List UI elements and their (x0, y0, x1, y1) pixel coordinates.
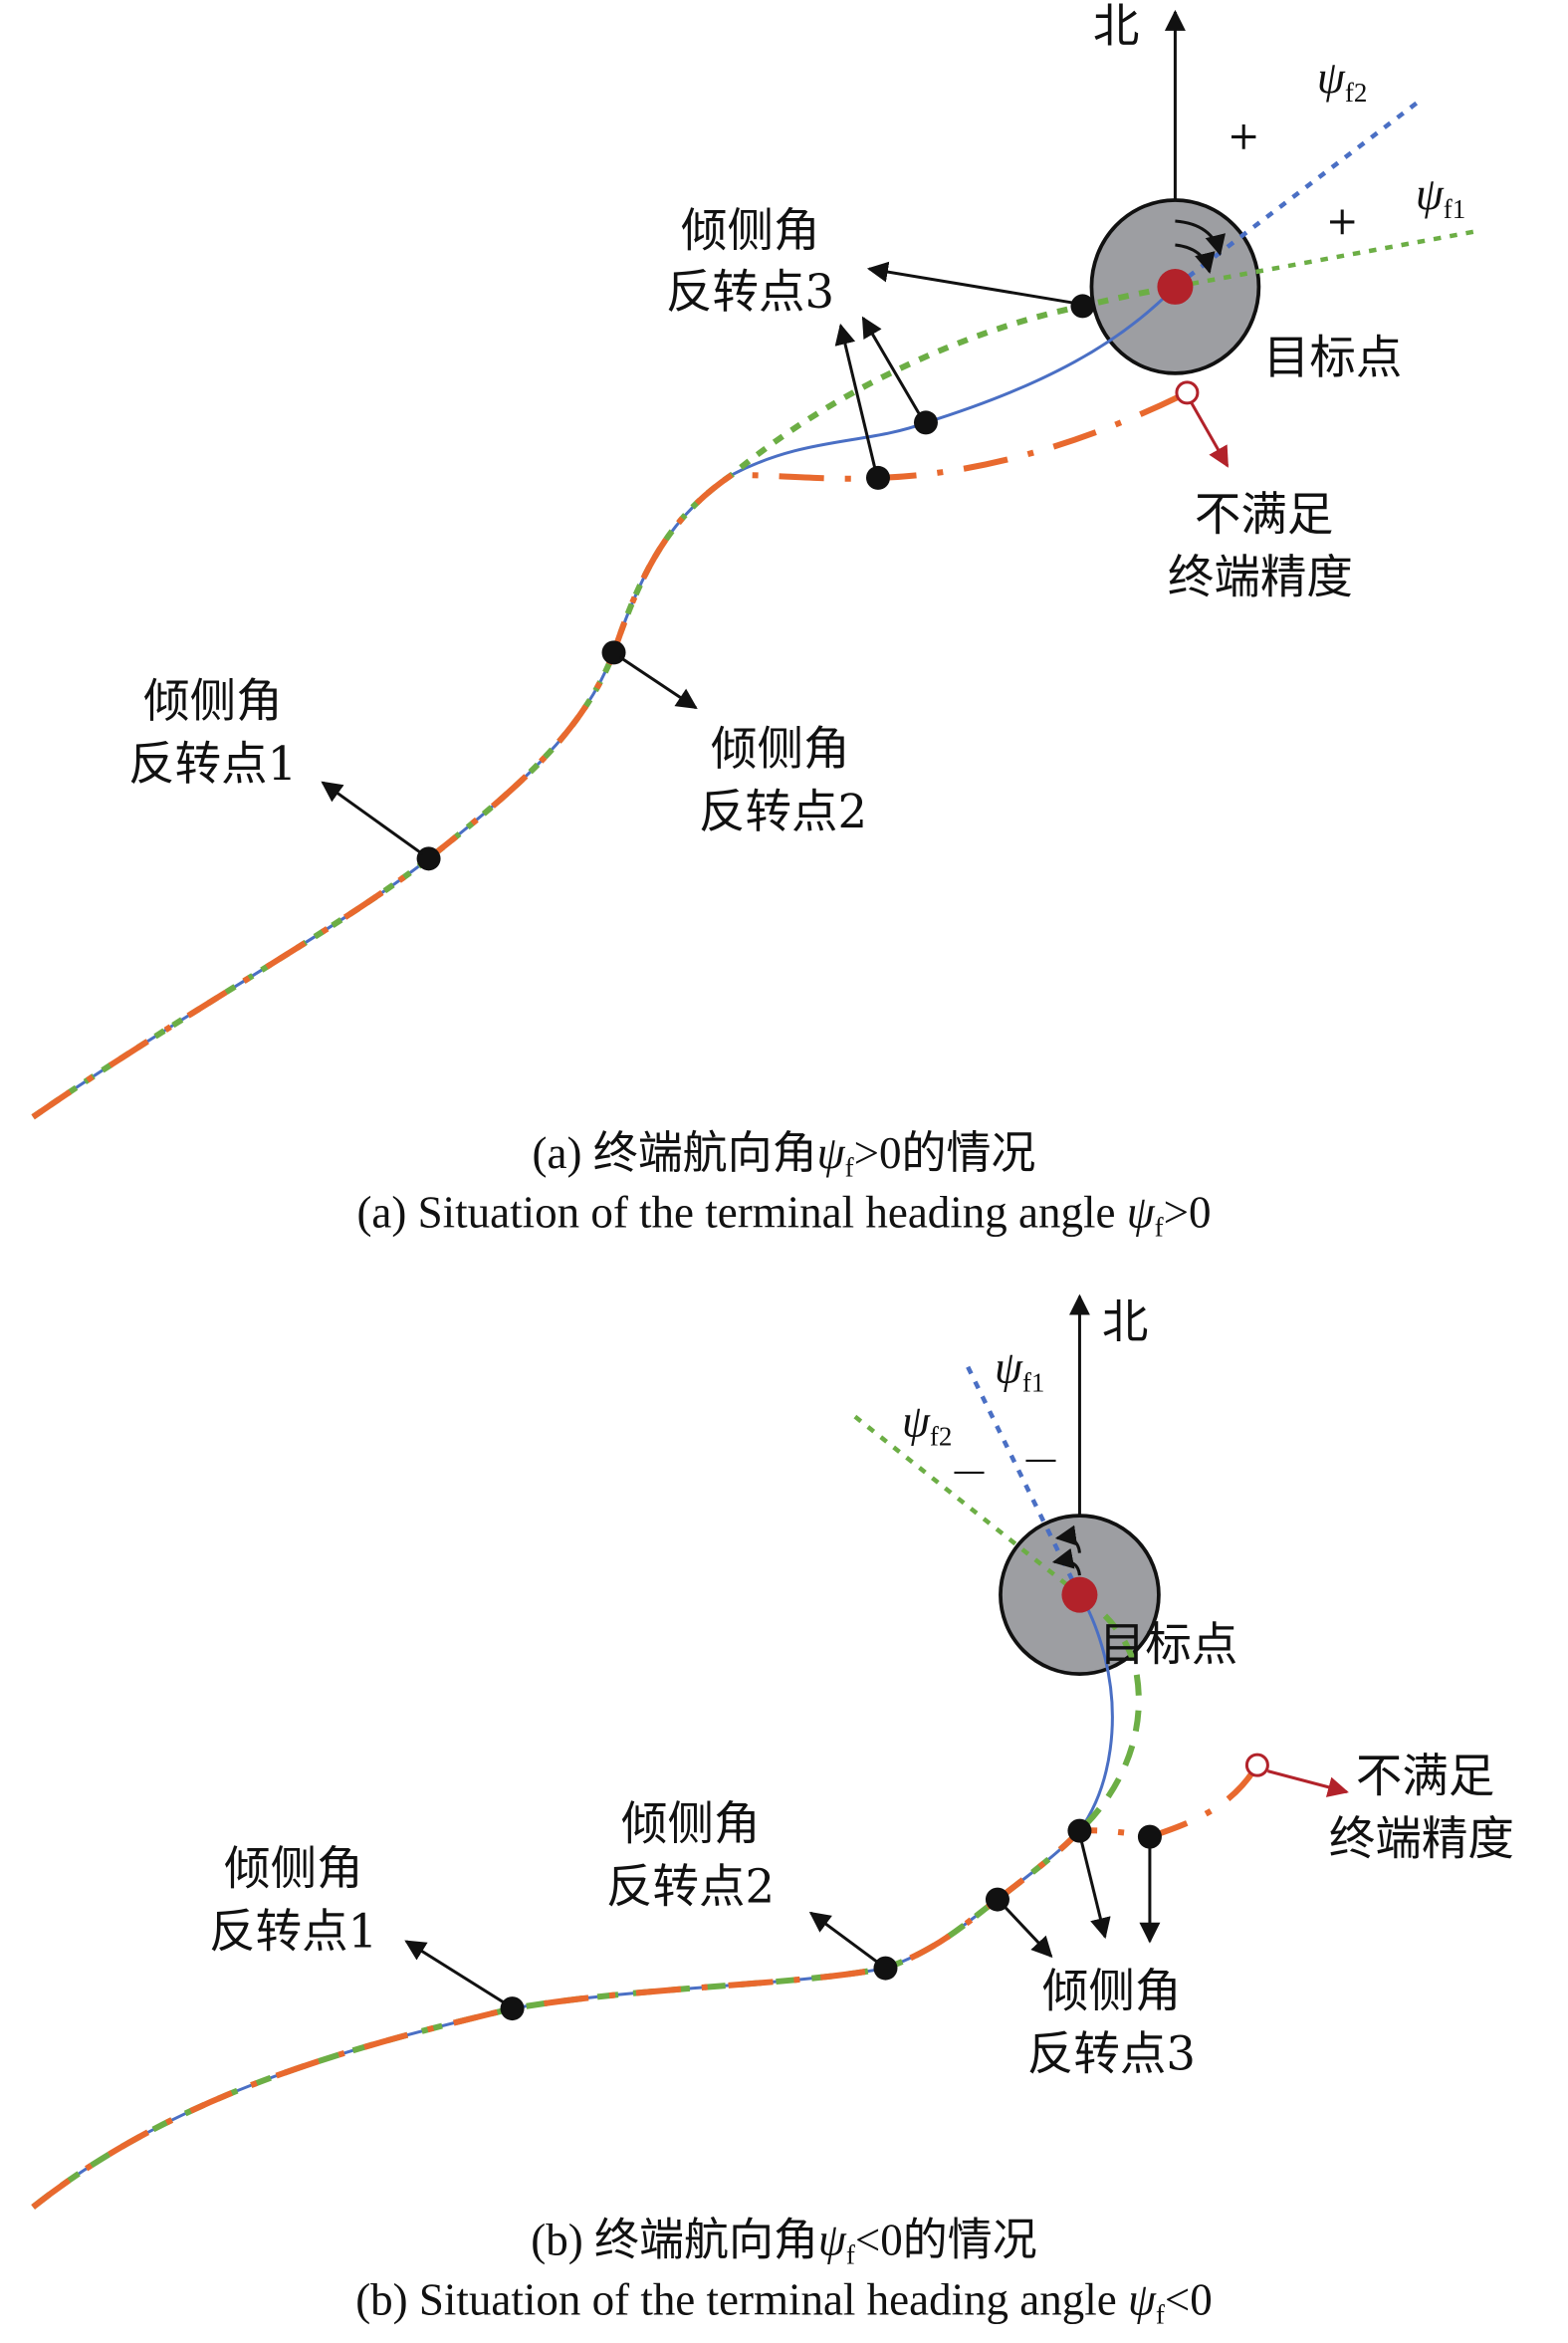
caption-b-en: (b) Situation of the terminal heading an… (355, 2275, 1213, 2330)
reversal-point-3 (985, 1887, 1009, 1912)
reversal-1-label: 反转点1 (128, 737, 297, 791)
angle-arrow-f1 (1175, 243, 1216, 274)
angle-arrow-f1 (1054, 1524, 1081, 1553)
miss-arrow (1190, 402, 1230, 468)
reversal-2-label: 反转点2 (606, 1860, 775, 1914)
psi-f1-label: ψf1 (995, 1343, 1044, 1398)
caption-a-en: (a) Situation of the terminal heading an… (356, 1188, 1211, 1243)
psi-f1-line (964, 1362, 1082, 1596)
plus-sign: + (1326, 199, 1359, 244)
pointer-arrow (861, 316, 922, 416)
reversal-1-label: 倾侧角 (143, 674, 282, 728)
green-trajectory (31, 283, 1176, 1120)
target-label: 目标点 (1099, 1618, 1237, 1672)
pointer-arrow (808, 1911, 881, 1966)
angle-arrow-f2 (1175, 219, 1226, 256)
psi-f2-label: ψf2 (902, 1397, 952, 1452)
blue-trajectory (32, 285, 1177, 1118)
pointer-arrow (1002, 1904, 1053, 1959)
panel-b: 北 — — ψf1 ψf2 目标点 倾侧角 反转点1 倾侧角 反转点2 倾侧角 … (31, 1293, 1514, 2330)
target-label: 目标点 (1263, 331, 1402, 384)
minus-sign: — (953, 1451, 986, 1490)
pointer-arrow (404, 1940, 508, 2005)
reversal-3-label: 倾侧角 (1042, 1965, 1181, 2018)
caption-b-cn: (b) 终端航向角ψf<0的情况 (531, 2216, 1036, 2270)
reversal-2-label: 倾侧角 (711, 722, 849, 776)
reversal-3-label: 反转点3 (1027, 2027, 1196, 2081)
minus-sign: — (1024, 1439, 1057, 1478)
psi-f1-line (1175, 229, 1476, 290)
not-met-label: 不满足 (1195, 487, 1333, 541)
reversal-1-label: 反转点1 (209, 1905, 377, 1959)
pointer-arrow (321, 781, 424, 856)
orange-trajectory (31, 389, 1189, 1120)
miss-arrow (1267, 1769, 1349, 1797)
pointer-arrow (866, 261, 1076, 305)
red-target-point (1157, 268, 1194, 305)
north-label: 北 (1102, 1295, 1149, 1349)
north-label: 北 (1093, 0, 1140, 53)
panel-a: 北 + + ψf2 ψf1 目标点 倾侧角 反转点1 倾侧角 反转点2 倾侧角 … (31, 0, 1476, 1243)
pointer-arrow (834, 323, 877, 470)
not-met-label: 不满足 (1356, 1750, 1494, 1803)
reversal-point-3 (913, 410, 938, 435)
psi-f2-label: ψf2 (1317, 53, 1367, 108)
angle-arrow-f2 (1051, 1547, 1081, 1576)
reversal-point-3 (1070, 294, 1095, 319)
not-met-label: 终端精度 (1168, 550, 1353, 603)
reversal-3-label: 倾侧角 (681, 203, 819, 257)
reversal-point-1 (500, 1996, 525, 2021)
reversal-point-3 (1137, 1824, 1162, 1849)
reversal-point-1 (416, 846, 441, 871)
blue-trajectory (32, 1593, 1114, 2209)
plus-sign: + (1228, 115, 1260, 159)
reversal-point-3 (1067, 1818, 1092, 1843)
reversal-point-2 (873, 1956, 898, 1981)
not-met-label: 终端精度 (1329, 1812, 1514, 1866)
reversal-point-2 (601, 640, 626, 665)
reversal-3-label: 反转点3 (666, 265, 834, 319)
pointer-arrow (618, 655, 698, 710)
reversal-1-label: 倾侧角 (224, 1842, 362, 1896)
caption-a-cn: (a) 终端航向角ψf>0的情况 (533, 1128, 1036, 1183)
reversal-2-label: 倾侧角 (621, 1797, 760, 1851)
miss-point (1244, 1753, 1269, 1777)
psi-f2-line (1174, 100, 1421, 289)
reversal-point-3 (865, 465, 890, 490)
pointer-arrow (1079, 1839, 1111, 1940)
miss-point (1175, 380, 1200, 405)
reversal-2-label: 反转点2 (699, 785, 867, 838)
green-trajectory (31, 1613, 1142, 2210)
psi-f1-label: ψf1 (1416, 169, 1465, 224)
red-target-point (1061, 1576, 1098, 1613)
